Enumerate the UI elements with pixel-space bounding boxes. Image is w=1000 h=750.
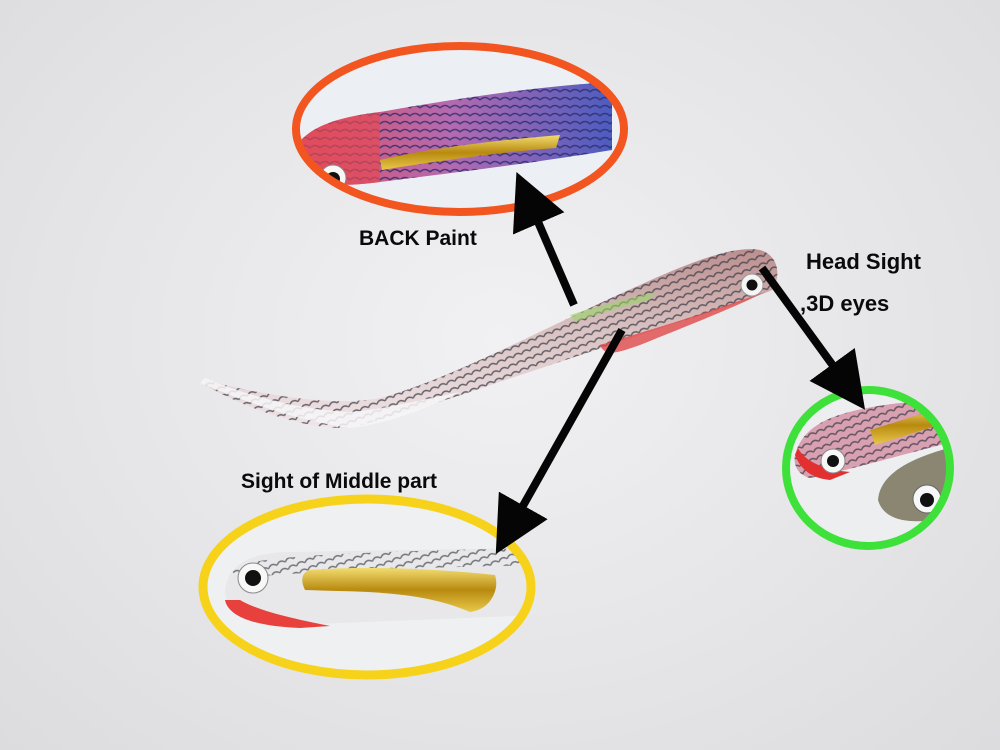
back-paint-label: BACK Paint	[359, 227, 477, 250]
back-paint-inset	[292, 42, 628, 216]
arrow-to-head-sight	[758, 265, 866, 410]
head-sight-label: Head Sight	[806, 249, 921, 274]
3d-eyes-label: ,3D eyes	[800, 291, 890, 316]
arrow-to-middle-part	[495, 328, 626, 555]
head-sight-inset	[782, 386, 954, 550]
pointer-arrows	[495, 172, 866, 555]
middle-part-label: Sight of Middle part	[241, 470, 437, 493]
middle-part-inset	[198, 494, 536, 680]
arrow-to-back-paint	[512, 172, 578, 307]
main-lure	[200, 249, 778, 429]
